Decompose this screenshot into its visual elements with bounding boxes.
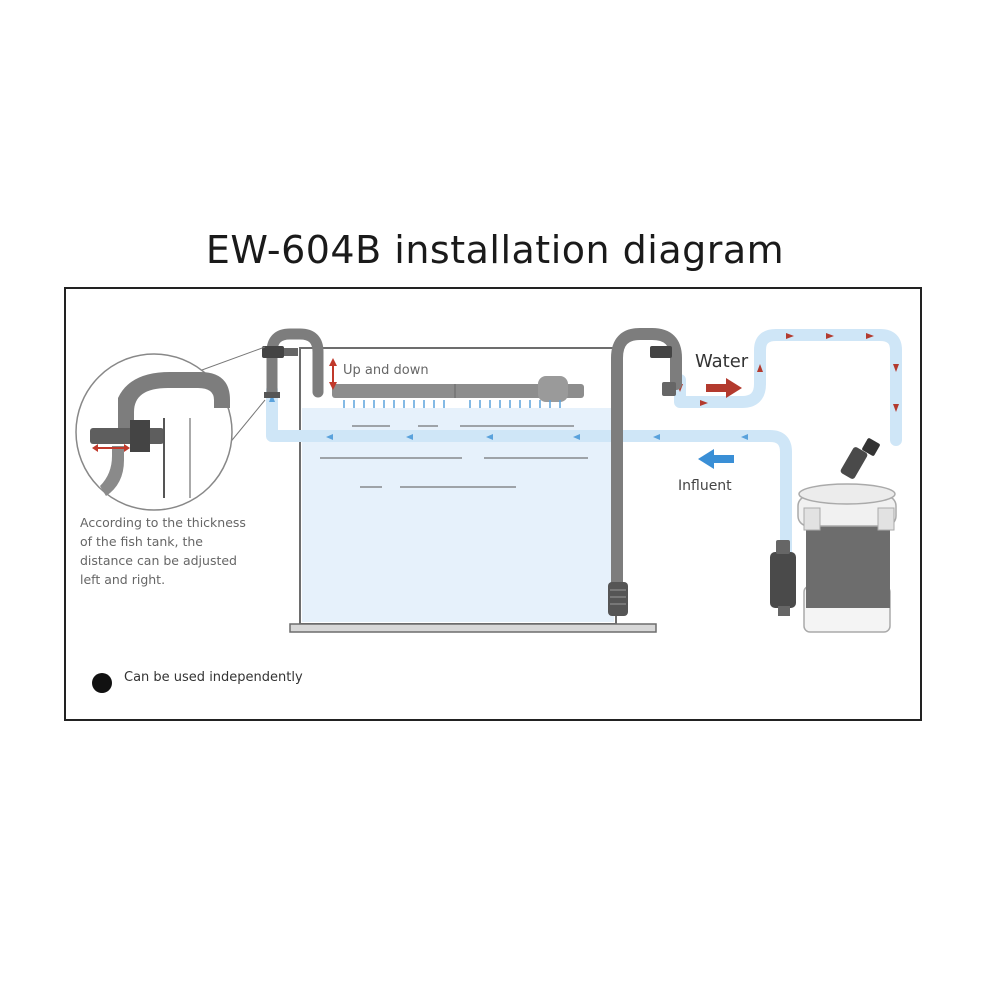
up-down-arrow (329, 358, 337, 390)
thickness-note: According to the thickness of the fish t… (80, 515, 246, 587)
inline-pump (770, 540, 796, 616)
intake-clamp (650, 346, 676, 396)
water-flow-path (266, 329, 902, 566)
intake-pipe (611, 328, 682, 602)
water-out-arrow (706, 378, 742, 398)
diagram-frame (64, 287, 922, 721)
water-label: Water (695, 351, 749, 372)
spray-bar (332, 376, 584, 402)
spray-drops (343, 400, 561, 408)
bullet-dot (92, 673, 112, 693)
intake-strainer (608, 582, 628, 616)
influent-label: Influent (678, 478, 732, 494)
clamp-detail-zoom (75, 346, 266, 511)
diagram-title: EW-604B installation diagram (205, 228, 785, 272)
independent-use-note: Can be used independently (124, 670, 303, 685)
canister-filter (797, 438, 897, 633)
up-and-down-label: Up and down (343, 363, 429, 378)
influent-arrow (698, 449, 734, 469)
outlet-pipe (266, 328, 324, 398)
outlet-clamp (262, 346, 298, 398)
